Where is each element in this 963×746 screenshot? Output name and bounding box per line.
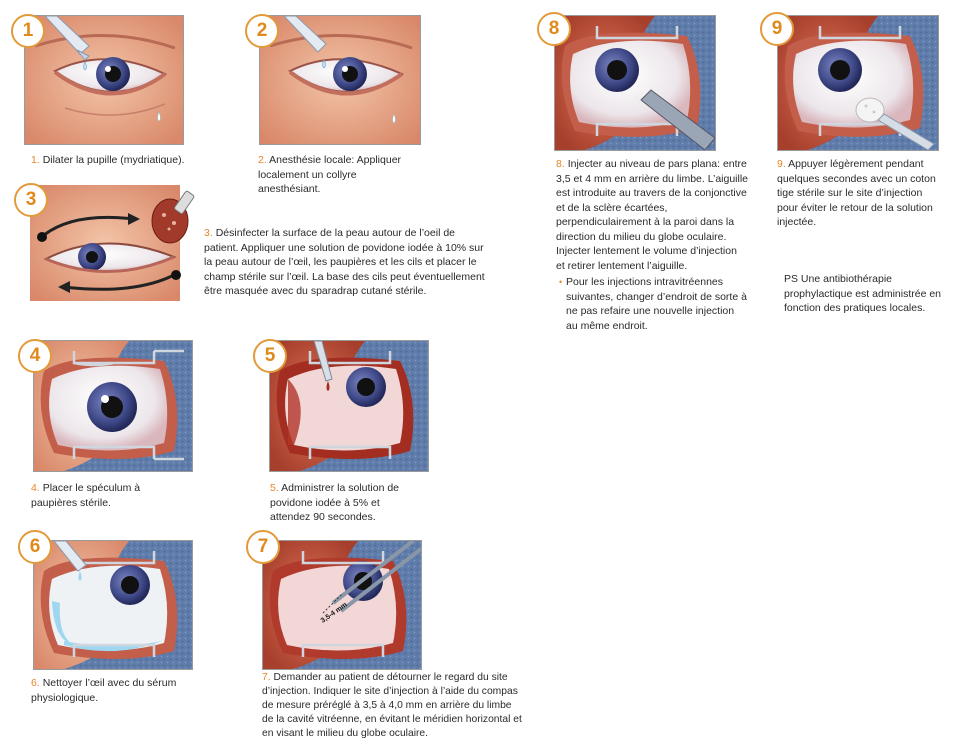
step-5-illustration xyxy=(269,340,429,472)
step-4-caption: 4. Placer le spéculum à paupières stéril… xyxy=(31,481,161,510)
step-1-text: Dilater la pupille (mydriatique). xyxy=(43,154,185,166)
step-5-badge: 5 xyxy=(253,339,287,373)
ps-note: PS Une antibiothérapie prophylactique es… xyxy=(784,272,944,316)
step-1-caption: 1. Dilater la pupille (mydriatique). xyxy=(31,153,201,168)
step-8-note: Pour les injections intravitréennes suiv… xyxy=(566,276,747,332)
step-9-badge: 9 xyxy=(760,12,794,46)
step-8-illustration xyxy=(554,15,716,151)
bullet-icon: • xyxy=(559,275,562,290)
step-5-text: Administrer la solution de povidone iodé… xyxy=(270,482,399,523)
step-1-illustration xyxy=(24,15,184,145)
step-2-illustration xyxy=(259,15,421,145)
step-3-illustration xyxy=(24,177,196,309)
step-9-text: Appuyer légèrement pendant quelques seco… xyxy=(777,158,936,228)
step-5-caption: 5. Administrer la solution de povidone i… xyxy=(270,481,410,525)
step-3-caption: 3. Désinfecter la surface de la peau aut… xyxy=(204,226,490,299)
step-6-badge: 6 xyxy=(18,530,52,564)
step-6-illustration xyxy=(33,540,193,670)
step-2-caption: 2. Anesthésie locale: Appliquer localeme… xyxy=(258,153,406,197)
step-8-caption: 8. Injecter au niveau de pars plana: ent… xyxy=(556,157,748,333)
step-9-caption: 9. Appuyer légèrement pendant quelques s… xyxy=(777,157,937,230)
step-3-badge: 3 xyxy=(14,183,48,217)
step-1-badge: 1 xyxy=(11,14,45,48)
step-7-caption: 7. Demander au patient de détourner le r… xyxy=(262,671,522,741)
step-4-text: Placer le spéculum à paupières stérile. xyxy=(31,482,140,509)
step-6-caption: 6. Nettoyer l’œil avec du sérum physiolo… xyxy=(31,676,206,705)
step-4-badge: 4 xyxy=(18,339,52,373)
step-3-text: Désinfecter la surface de la peau autour… xyxy=(204,227,485,297)
step-7-text: Demander au patient de détourner le rega… xyxy=(262,672,522,739)
step-7-badge: 7 xyxy=(246,530,280,564)
step-8-badge: 8 xyxy=(537,12,571,46)
step-2-badge: 2 xyxy=(245,14,279,48)
step-7-illustration: 3,5-4 mm xyxy=(262,540,422,670)
step-4-illustration xyxy=(33,340,193,472)
step-2-text: Anesthésie locale: Appliquer localement … xyxy=(258,154,401,195)
step-6-text: Nettoyer l’œil avec du sérum physiologiq… xyxy=(31,677,176,704)
step-9-illustration xyxy=(777,15,939,151)
step-8-text: Injecter au niveau de pars plana: entre … xyxy=(556,158,748,272)
